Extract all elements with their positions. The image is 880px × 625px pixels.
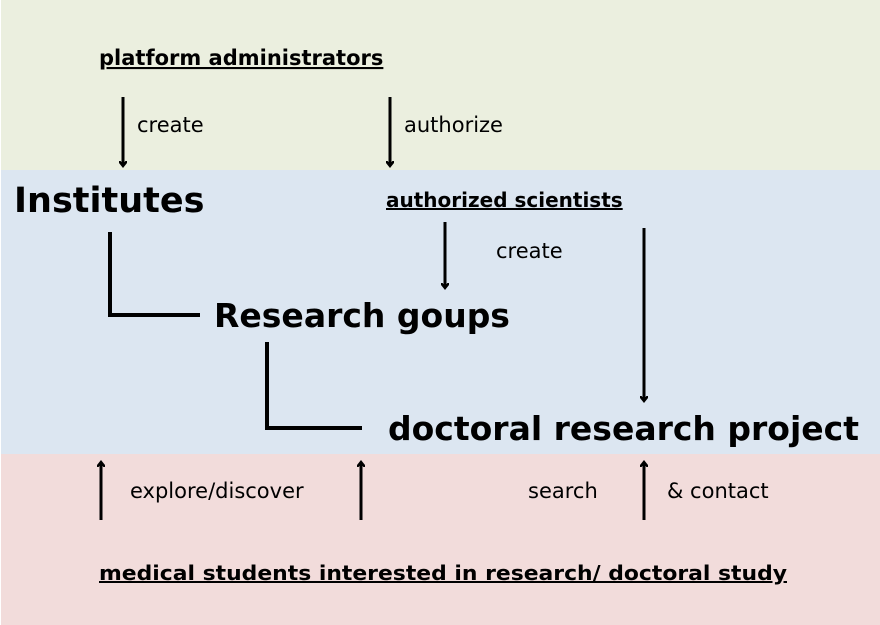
doctoral-project-label: doctoral research project (388, 409, 859, 448)
institutes-label: Institutes (14, 181, 204, 221)
platform-administrators-label: platform administrators (99, 46, 383, 70)
explore-label: explore/discover (130, 479, 304, 503)
authorize-label: authorize (404, 113, 503, 137)
group-project-connector (265, 342, 362, 430)
entities-band (1, 170, 880, 454)
search-label: search (528, 479, 598, 503)
medical-students-label: medical students interested in research/… (99, 561, 787, 585)
students-band (1, 454, 880, 625)
admin-band (1, 0, 880, 170)
create-groups-label: create (496, 239, 563, 263)
create-label: create (137, 113, 204, 137)
contact-label: & contact (667, 479, 769, 503)
institute-group-connector (108, 232, 200, 317)
research-groups-label: Research goups (214, 296, 510, 335)
authorized-scientists-label: authorized scientists (386, 188, 623, 212)
